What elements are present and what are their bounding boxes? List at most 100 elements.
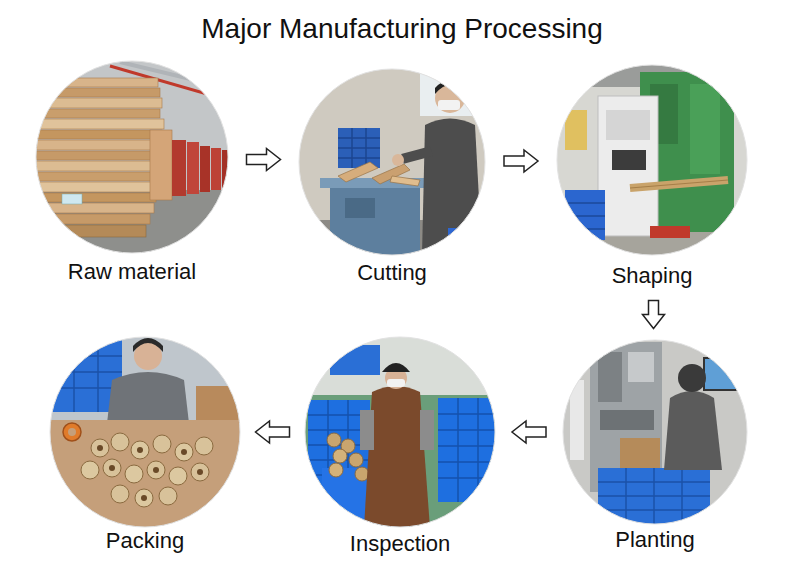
planting-photo-part — [620, 438, 660, 468]
raw-material-photo-part — [36, 193, 156, 202]
shaping-photo-part — [598, 96, 658, 236]
flow-arrow — [512, 421, 546, 443]
raw-material-photo-part — [36, 130, 162, 139]
raw-material-photo — [36, 61, 230, 260]
raw-material-photo-part — [36, 151, 164, 160]
photo-rims-part — [299, 69, 485, 255]
inspection-photo-part — [387, 379, 405, 387]
inspection-photo-part — [438, 398, 500, 502]
packing-photo-part — [133, 338, 163, 352]
planting-photo-part — [598, 468, 710, 528]
cutting-photo-part — [422, 119, 482, 256]
brush-heads-part — [137, 447, 143, 453]
shaping-photo-part — [606, 110, 650, 140]
raw-material-photo-part — [36, 161, 166, 171]
brush-heads — [81, 433, 213, 507]
brush-heads-part — [103, 459, 121, 477]
inspection-photo-part — [349, 453, 363, 467]
cutting-photo-part — [390, 176, 420, 186]
raw-material-photo-part — [36, 119, 164, 129]
shaping-photo — [557, 65, 747, 260]
raw-material-photo-part — [62, 194, 82, 204]
shaping-photo-part — [612, 150, 646, 170]
brush-heads-part — [131, 441, 149, 459]
brush-heads-part — [169, 467, 187, 485]
planting-photo-part — [628, 352, 654, 382]
planting-photo — [563, 340, 747, 528]
raw-material-photo-part — [36, 214, 150, 224]
shaping-photo-part — [557, 65, 747, 255]
raw-material-photo-part — [36, 109, 160, 118]
step-label: Packing — [50, 528, 240, 554]
planting-photo-part — [678, 364, 706, 392]
inspection-photo-part — [364, 386, 430, 528]
shaping-photo-part — [630, 180, 728, 188]
planting-photo-part — [600, 410, 654, 430]
step-label: Raw material — [36, 259, 228, 285]
photo-rims — [36, 61, 747, 527]
raw-material-photo-part — [36, 140, 166, 150]
cutting-photo-part — [448, 228, 488, 258]
brush-heads-part — [181, 449, 187, 455]
flow-arrow — [256, 421, 290, 443]
photo-rims-part — [50, 337, 240, 527]
process-step: Planting — [563, 340, 747, 553]
brush-heads-part — [159, 487, 177, 505]
packing-photo-part — [68, 428, 76, 436]
photo-rims-part — [305, 337, 495, 527]
inspection-photo — [305, 337, 500, 530]
inspection-photo-part — [438, 398, 500, 502]
raw-material-photo-part — [172, 140, 186, 196]
process-step: Inspection — [305, 337, 495, 557]
brush-heads-part — [91, 439, 109, 457]
shaping-photo-part — [565, 190, 605, 240]
cutting-photo-part — [338, 128, 380, 168]
step-label: Planting — [563, 527, 747, 553]
raw-material-photo-part — [36, 225, 146, 237]
brush-heads-part — [109, 465, 115, 471]
packing-photo — [50, 337, 240, 530]
brush-heads-part — [135, 489, 153, 507]
inspection-photo-part — [329, 463, 343, 477]
step-label: Shaping — [557, 263, 747, 289]
photo-rims-part — [563, 340, 747, 524]
flow-arrow — [247, 149, 281, 171]
brush-heads-part — [141, 495, 147, 501]
brush-heads-part — [153, 467, 159, 473]
cutting-photo-part — [420, 74, 486, 116]
flow-arrow — [643, 301, 665, 329]
inspection-photo-part — [382, 363, 410, 372]
raw-material-photo-part — [38, 88, 160, 97]
cutting-photo-part — [330, 188, 420, 258]
inspection-photo-part — [327, 433, 341, 447]
shaping-photo-part — [630, 180, 728, 188]
raw-material-photo-part — [36, 203, 154, 213]
brush-heads-part — [97, 445, 103, 451]
shaping-photo-part — [650, 226, 690, 238]
raw-material-photo-part — [200, 146, 210, 192]
raw-material-photo-part — [150, 130, 172, 200]
brush-heads-part — [125, 465, 143, 483]
raw-material-photo-part — [40, 78, 158, 87]
brush-heads-part — [197, 469, 203, 475]
cutting-photo — [299, 69, 488, 260]
step-label: Inspection — [305, 531, 495, 557]
process-step: Packing — [50, 337, 240, 554]
cutting-photo-part — [338, 128, 380, 168]
cutting-photo-part — [345, 198, 375, 218]
raw-material-photo-part — [211, 148, 221, 190]
brush-heads-part — [81, 461, 99, 479]
step-label: Cutting — [299, 260, 485, 286]
planting-photo-part — [664, 391, 722, 470]
inspection-photo-part — [360, 410, 374, 450]
photo-rims-part — [557, 65, 747, 255]
raw-material-photo-part — [222, 150, 230, 188]
brush-heads-part — [195, 437, 213, 455]
brush-heads-part — [111, 433, 129, 451]
raw-material-photo-part — [187, 142, 199, 194]
raw-material-photo-part — [36, 182, 160, 192]
raw-material-photo-part — [36, 172, 162, 181]
process-step: Cutting — [299, 69, 485, 286]
process-step: Raw material — [36, 61, 228, 285]
